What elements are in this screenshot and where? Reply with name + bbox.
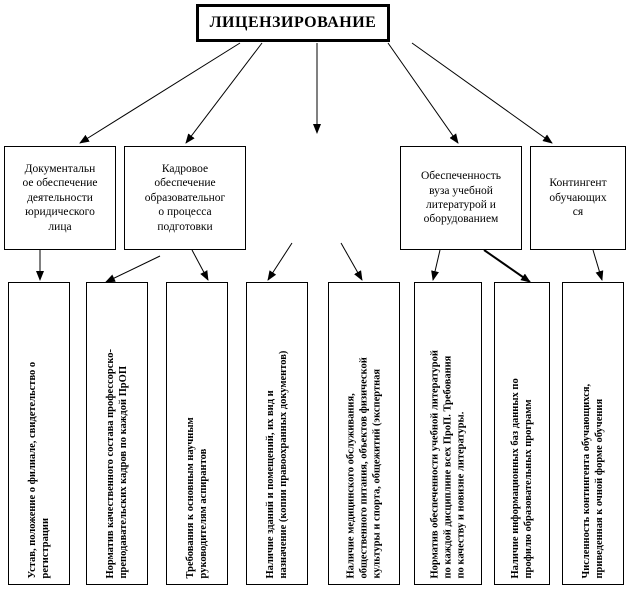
item-supervisors: Требования к основным научным руководите… (166, 282, 228, 585)
arrow-literature-to-databases (483, 249, 531, 283)
title-box: ЛИЦЕНЗИРОВАНИЕ (196, 4, 390, 42)
category-docs-line: лица (48, 220, 72, 233)
arrow-center-to-medical (340, 242, 363, 281)
arrow-title-to-contingent (411, 42, 553, 144)
category-literature-line: оборудованием (423, 213, 499, 226)
item-literature-norm-line: по каждой дисциплине всех ПроП. Требован… (442, 355, 454, 578)
item-medical: Наличие медицинского обслуживания, общес… (328, 282, 400, 585)
item-staff-quality: Норматив качественного состава профессор… (86, 282, 148, 585)
category-staff-line: образовательног (144, 191, 226, 204)
item-medical-line: общественного питания, объектов физическ… (358, 356, 370, 578)
category-literature-line: литературой и (426, 199, 496, 211)
category-contingent-line: ся (572, 206, 584, 219)
item-charter-line: регистрации (40, 517, 51, 578)
item-buildings: Наличие зданий и помещений, их вид и наз… (246, 282, 308, 585)
category-contingent-line: обучающих (549, 191, 607, 204)
item-headcount-line: приведенная к очной форме обучения (594, 398, 605, 578)
item-literature-norm-line: по качеству и новизне литературы. (455, 411, 467, 578)
item-headcount: Численность контингента обучающихся, при… (562, 282, 624, 585)
category-staff-line: обеспечение (154, 177, 216, 190)
category-staff-line: о процесса (158, 206, 212, 219)
category-docs-line: Документальн (24, 163, 96, 176)
item-staff-quality-line: Норматив качественного состава профессор… (104, 348, 116, 578)
item-databases-line: Наличие информационных баз данных по (509, 377, 521, 578)
arrow-center-to-buildings (267, 242, 293, 281)
category-staff: Кадровое обеспечение образовательног о п… (124, 146, 246, 250)
category-docs-line: деятельности (27, 191, 93, 204)
category-docs: Документальн ое обеспечение деятельности… (4, 146, 116, 250)
item-buildings-line: Наличие зданий и помещений, их вид и (264, 389, 276, 578)
item-medical-line: Наличие медицинского обслуживания, (345, 392, 357, 578)
diagram-title: ЛИЦЕНЗИРОВАНИЕ (209, 14, 377, 31)
arrow-title-to-staff (185, 42, 263, 144)
arrow-title-to-literature (387, 42, 459, 144)
item-databases-line: профилю образовательных программ (523, 398, 534, 578)
item-supervisors-line: Требования к основным научным (184, 416, 196, 578)
category-docs-line: ое обеспечение (22, 177, 98, 190)
item-staff-quality-line: преподавательских кадров по каждой ПрОП (118, 365, 129, 579)
category-literature-line: Обеспеченность (420, 170, 502, 183)
item-charter-line: Устав, положение о филиале, свидетельств… (26, 361, 38, 578)
item-buildings-line: назначение (копии правоохранных документ… (278, 350, 289, 578)
item-literature-norm: Норматив обеспеченности учебной литерату… (414, 282, 482, 585)
category-contingent-line: Контингент (549, 177, 607, 190)
arrow-staff-to-supervisors (191, 249, 209, 281)
item-literature-norm-line: Норматив обеспеченности учебной литерату… (429, 349, 441, 578)
category-staff-line: подготовки (157, 220, 213, 233)
category-contingent: Контингент обучающих ся (530, 146, 626, 250)
arrow-literature-to-literature-norm (431, 249, 441, 281)
item-headcount-line: Численность контингента обучающихся, (580, 383, 592, 578)
arrow-staff-to-staff-quality (105, 255, 161, 283)
item-medical-line: культуры и спорта, общежитий (экспертная (371, 368, 383, 578)
item-databases: Наличие информационных баз данных по про… (494, 282, 550, 585)
arrow-title-to-docs (79, 42, 241, 144)
category-staff-line: Кадровое (161, 163, 209, 176)
category-literature-line: вуза учебной (429, 184, 493, 197)
arrow-contingent-to-headcount (592, 249, 604, 281)
item-supervisors-line: руководителям аспирантов (198, 448, 209, 578)
category-docs-line: юридического (25, 206, 95, 219)
item-charter: Устав, положение о филиале, свидетельств… (8, 282, 70, 585)
category-literature: Обеспеченность вуза учебной литературой … (400, 146, 522, 250)
